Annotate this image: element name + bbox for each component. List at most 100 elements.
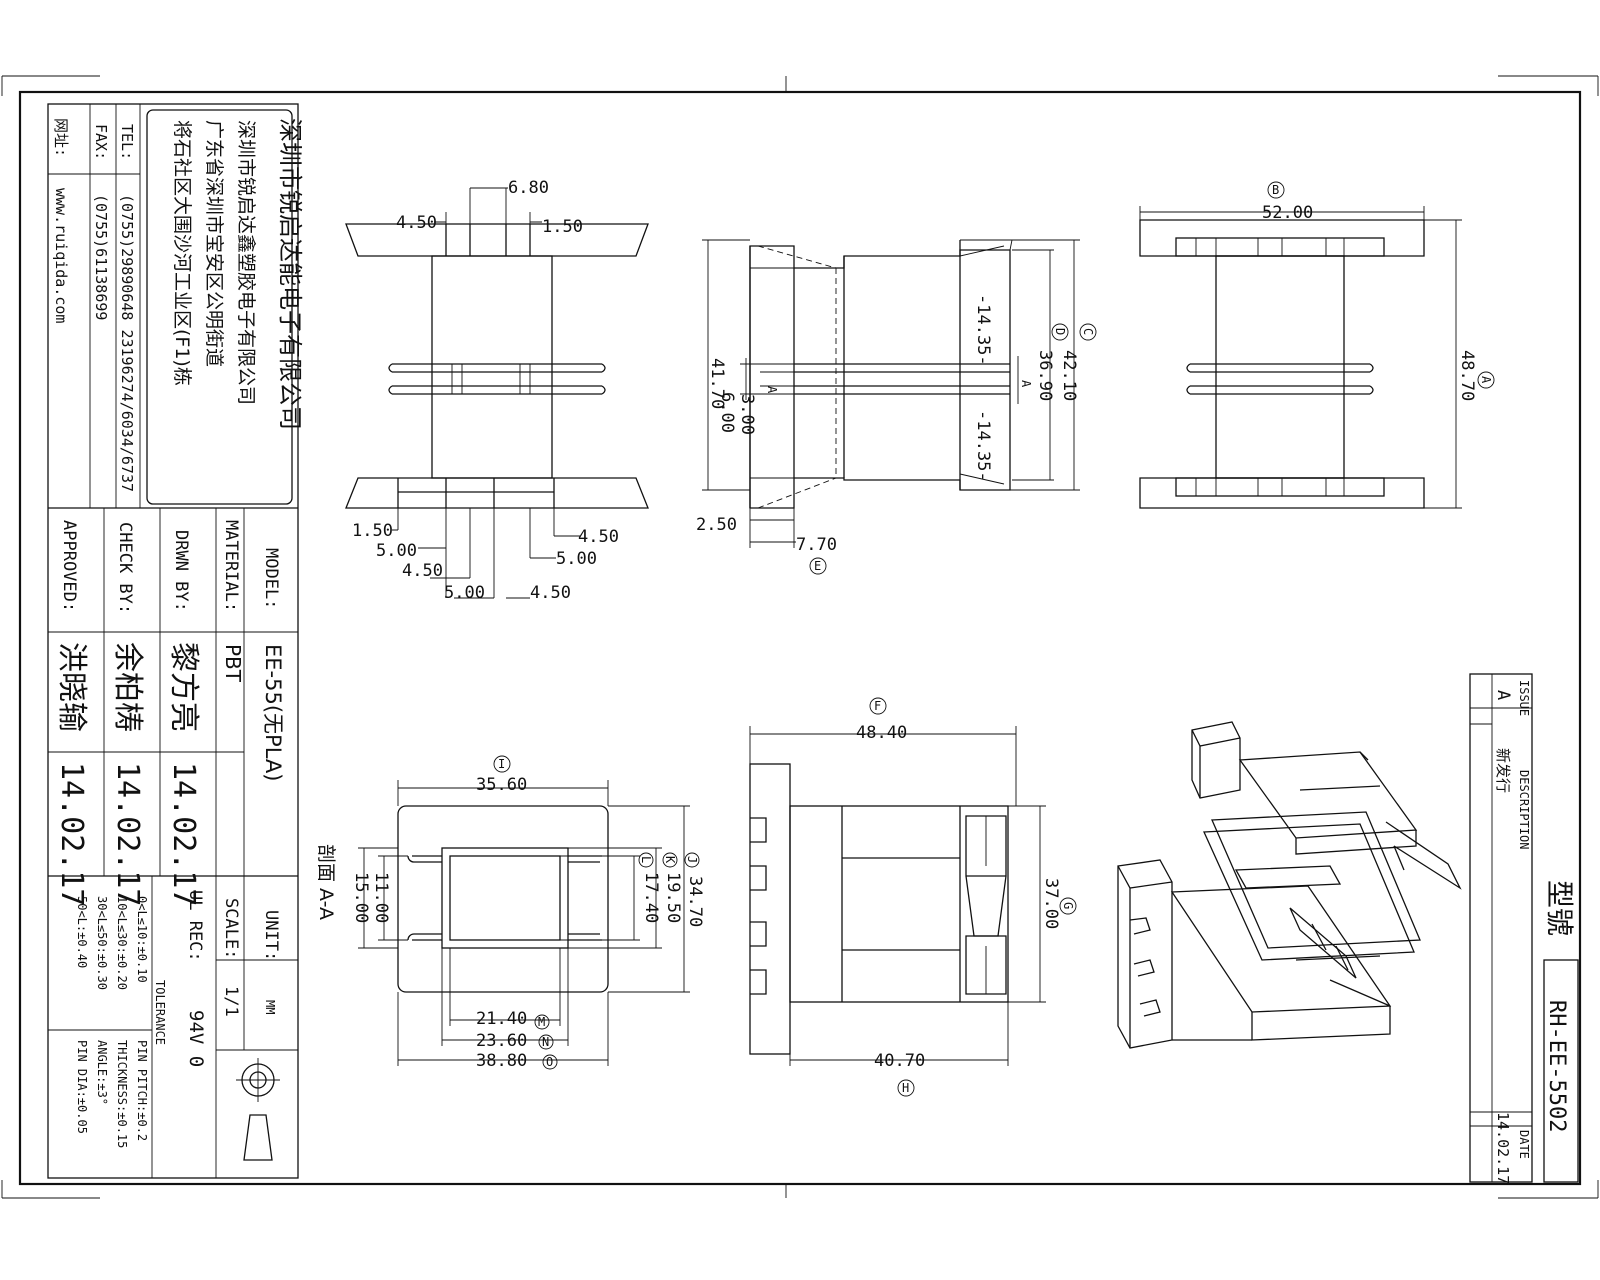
section-mark-a-right: A: [1019, 380, 1033, 388]
material-label: MATERIAL:: [221, 520, 241, 612]
tel-value: (0755)29890648 23196274/6034/6737: [118, 194, 136, 492]
unit-value: MM: [263, 1000, 277, 1014]
dim-21-40: 21.40: [476, 1009, 527, 1029]
approved-name: 洪晓输: [54, 642, 89, 732]
dim-5-00-c: 5.00: [556, 549, 597, 569]
dim-5-00-b: 5.00: [444, 583, 485, 603]
dim-38-80: 38.80: [476, 1051, 527, 1071]
check-date: 14.02.17: [110, 762, 145, 907]
callout-l: L: [639, 856, 653, 863]
dim-7-70: 7.70: [796, 535, 837, 555]
callout-j: J: [685, 856, 699, 863]
model-label: MODEL:: [261, 548, 281, 609]
dim-23-60: 23.60: [476, 1031, 527, 1051]
callout-e: E: [814, 559, 821, 573]
dim-4-50-b: 4.50: [402, 561, 443, 581]
dim-14-35-b: -14.35-: [973, 410, 993, 482]
web-value: www.ruiqida.com: [52, 188, 70, 323]
dim-1-50-bot: 1.50: [352, 521, 393, 541]
description-label: DESCRIPTION: [1517, 770, 1531, 849]
dim-4-50-top: 4.50: [396, 213, 437, 233]
dim-41-70: 41.70: [707, 358, 727, 409]
model-value: EE-55(无PLA): [261, 644, 285, 781]
dim-15-00: 15.00: [351, 872, 371, 923]
dim-40-70: 40.70: [874, 1051, 925, 1071]
dim-48-40: 48.40: [856, 723, 907, 743]
sheet-border: [18, 90, 1582, 1186]
front-view: [345, 187, 649, 599]
dim-48-70: 48.70: [1457, 350, 1477, 401]
corner-marks: [1, 75, 1599, 1199]
fax-label: FAX:: [92, 124, 110, 160]
date-label: DATE: [1517, 1130, 1531, 1159]
callout-m: M: [538, 1015, 545, 1029]
end-view: [1139, 206, 1462, 509]
scale-label: SCALE:: [221, 898, 241, 959]
dim-2-50: 2.50: [696, 515, 737, 535]
revision-block: [1469, 673, 1579, 1183]
dim-3-00: 3.00: [737, 394, 757, 435]
section-label: 剖面 A-A: [315, 844, 337, 920]
check-name: 余柏梼: [110, 642, 145, 732]
callout-a: A: [1479, 376, 1493, 384]
dim-52-00: 52.00: [1262, 203, 1313, 223]
scale-value: 1/1: [221, 986, 241, 1017]
dim-35-60: 35.60: [476, 775, 527, 795]
approved-label: APPROVED:: [59, 520, 79, 612]
title-block: [47, 103, 299, 1179]
unit-label: UNIT:: [261, 910, 281, 961]
dim-37-00: 37.00: [1041, 878, 1061, 929]
ul-value: 94V 0: [185, 1010, 207, 1067]
date-value: 14.02.17: [1494, 1112, 1512, 1184]
part-label: 型號: [1543, 880, 1576, 936]
callout-o: O: [546, 1055, 553, 1069]
tol-3: 30<L≤50:±0.30: [95, 896, 109, 990]
tol2-2: THICKNESS:±0.15: [115, 1040, 129, 1148]
approved-date: 14.02.17: [54, 762, 89, 907]
section-mark-a-left: A: [765, 386, 779, 394]
drwn-name: 黎方亮: [166, 642, 201, 732]
dim-5-00-a: 5.00: [376, 541, 417, 561]
material-value: PBT: [221, 644, 245, 683]
company-name-2: 深圳市锐启达鑫塑胶电子有限公司: [235, 120, 257, 405]
dim-4-50-d: 4.50: [530, 583, 571, 603]
ul-label: UL REC:: [185, 890, 205, 962]
fax-value: (0755)61138699: [92, 194, 110, 320]
web-label: 网址:: [52, 118, 70, 157]
tol2-3: ANGLE:±3°: [95, 1040, 109, 1105]
company-address-2: 将石社区大围沙河工业区(F1)栋: [171, 120, 193, 386]
check-label: CHECK BY:: [115, 522, 135, 614]
bottom-view: [749, 726, 1046, 1066]
company-address-1: 广东省深圳市宝安区公明街道: [203, 120, 225, 367]
tol-1: 0<L≤10:±0.10: [135, 896, 149, 983]
issue-value: A: [1493, 690, 1513, 700]
issue-label: ISSUE: [1517, 680, 1531, 716]
tolerance-label: TOLERANCE: [153, 980, 167, 1045]
company-name: 深圳市锐启达能电子有限公司: [276, 118, 304, 430]
tol2-1: PIN PITCH:±0.2: [135, 1040, 149, 1141]
callout-g: G: [1061, 902, 1075, 909]
dim-4-50-c: 4.50: [578, 527, 619, 547]
dim-6-00: 6.00: [717, 392, 737, 433]
description-value: 新发行: [1494, 748, 1512, 793]
dim-42-10: 42.10: [1059, 350, 1079, 401]
drwn-label: DRWN BY:: [171, 530, 191, 612]
dim-34-70: 34.70: [685, 876, 705, 927]
drwn-date: 14.02.17: [166, 762, 201, 907]
callout-d: D: [1053, 328, 1067, 335]
section-view: [358, 780, 690, 1066]
dim-6-80: 6.80: [508, 178, 549, 198]
callout-f: F: [874, 699, 881, 713]
callout-b: B: [1272, 183, 1279, 197]
tol-2: 10<L≤30:±0.20: [115, 896, 129, 990]
dim-1-50-top: 1.50: [542, 217, 583, 237]
tol2-4: PIN DIA:±0.05: [75, 1040, 89, 1134]
part-number: RH-EE-5502: [1544, 1000, 1569, 1132]
callout-k: K: [663, 856, 677, 864]
dim-19-50: 19.50: [663, 872, 683, 923]
dim-11-00: 11.00: [371, 872, 391, 923]
tol-4: 50<L:±0.40: [75, 896, 89, 968]
tel-label: TEL:: [118, 124, 136, 160]
callout-h: H: [902, 1081, 909, 1095]
